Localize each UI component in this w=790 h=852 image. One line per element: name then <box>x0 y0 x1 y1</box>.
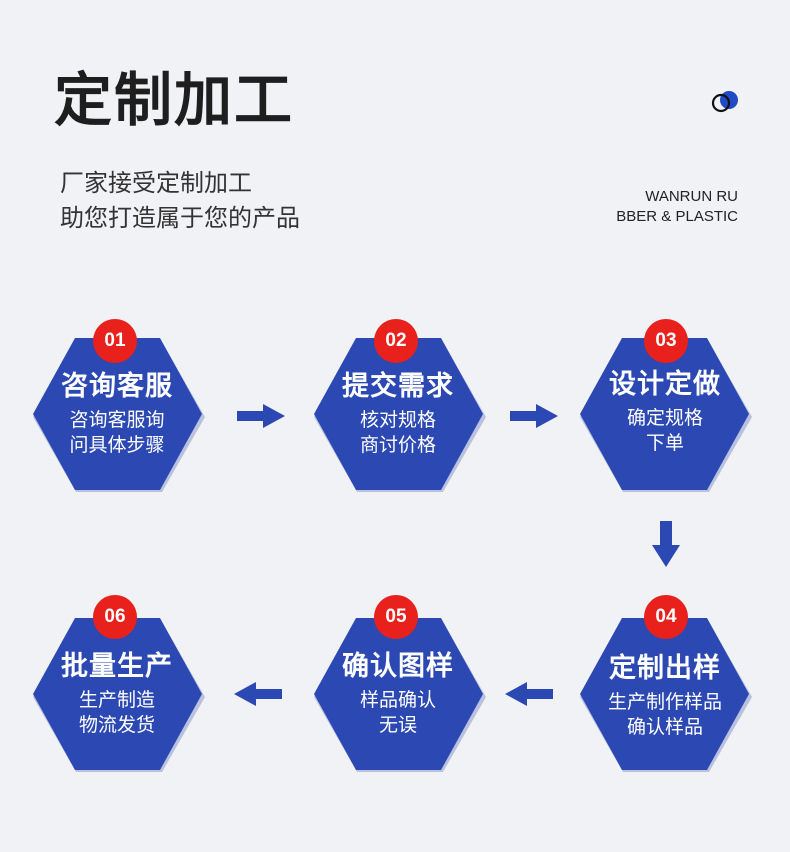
brand-name: WANRUN RU BBER & PLASTIC <box>616 187 738 227</box>
step-description-line: 咨询客服询 <box>69 409 165 431</box>
step-badge <box>644 319 688 363</box>
step-number: 06 <box>104 606 126 627</box>
step-number: 03 <box>655 330 677 351</box>
arrow-down-icon <box>652 521 680 567</box>
step-title: 批量生产 <box>61 651 173 682</box>
step-description: 咨询客服询 问具体步骤 <box>27 408 207 458</box>
arrow-right-icon <box>237 404 285 428</box>
step-card-01 <box>33 319 205 492</box>
step-badge <box>93 595 137 639</box>
step-description-line: 问具体步骤 <box>69 434 165 456</box>
step-title: 设计定做 <box>609 369 721 400</box>
step-description: 确定规格 下单 <box>575 406 755 456</box>
subtitle-line-2: 助您打造属于您的产品 <box>60 204 300 232</box>
hexagon-shape <box>33 338 202 490</box>
step-description: 生产制作样品 确认样品 <box>575 690 755 740</box>
step-number: 02 <box>385 330 407 351</box>
step-number: 01 <box>104 330 126 351</box>
step-description-line: 样品确认 <box>359 689 436 711</box>
step-card-02 <box>314 319 486 492</box>
step-card-03 <box>580 319 752 492</box>
step-description: 样品确认 无误 <box>308 688 488 738</box>
brand-logo-icon <box>711 91 738 113</box>
hexagon-shape <box>580 338 749 490</box>
step-title: 提交需求 <box>342 371 454 402</box>
step-title: 确认图样 <box>342 651 454 682</box>
step-badge <box>93 319 137 363</box>
step-description: 核对规格 商讨价格 <box>308 408 488 458</box>
step-text-06: 批量生产 生产制造 物流发货 <box>27 650 207 738</box>
step-text-02: 提交需求 核对规格 商讨价格 <box>308 370 488 458</box>
hexagon-shape <box>580 618 749 770</box>
step-badge <box>374 595 418 639</box>
step-description-line: 核对规格 <box>359 409 436 431</box>
hexagon-shape <box>314 338 483 490</box>
step-description-line: 下单 <box>645 432 684 454</box>
arrow-left-icon <box>505 682 553 706</box>
step-card-05 <box>314 595 486 772</box>
step-description-line: 确定规格 <box>626 407 703 429</box>
page-title: 定制加工 <box>54 66 295 134</box>
step-text-01: 咨询客服 咨询客服询 问具体步骤 <box>27 370 207 458</box>
step-badge <box>374 319 418 363</box>
arrow-right-icon <box>510 404 558 428</box>
step-description-line: 生产制造 <box>78 689 155 711</box>
subtitle-line-1: 厂家接受定制加工 <box>60 169 252 197</box>
step-number: 05 <box>385 606 407 627</box>
page-subtitle: 厂家接受定制加工 助您打造属于您的产品 <box>60 166 300 236</box>
step-title: 咨询客服 <box>61 371 173 402</box>
step-description-line: 无误 <box>378 714 417 736</box>
step-description-line: 商讨价格 <box>359 434 436 456</box>
hexagon-shape <box>33 618 202 770</box>
step-description-line: 生产制作样品 <box>607 691 722 713</box>
step-text-03: 设计定做 确定规格 下单 <box>575 368 755 456</box>
brand-line-2: BBER & PLASTIC <box>616 208 738 225</box>
step-number: 04 <box>655 606 677 627</box>
step-card-04 <box>580 595 752 772</box>
hexagon-shape <box>314 618 483 770</box>
step-title: 定制出样 <box>609 653 721 684</box>
step-text-04: 定制出样 生产制作样品 确认样品 <box>575 652 755 740</box>
step-description-line: 物流发货 <box>78 714 155 736</box>
step-description: 生产制造 物流发货 <box>27 688 207 738</box>
brand-line-1: WANRUN RU <box>645 188 738 205</box>
arrow-left-icon <box>234 682 282 706</box>
step-badge <box>644 595 688 639</box>
step-text-05: 确认图样 样品确认 无误 <box>308 650 488 738</box>
step-card-06 <box>33 595 205 772</box>
step-description-line: 确认样品 <box>626 716 703 738</box>
